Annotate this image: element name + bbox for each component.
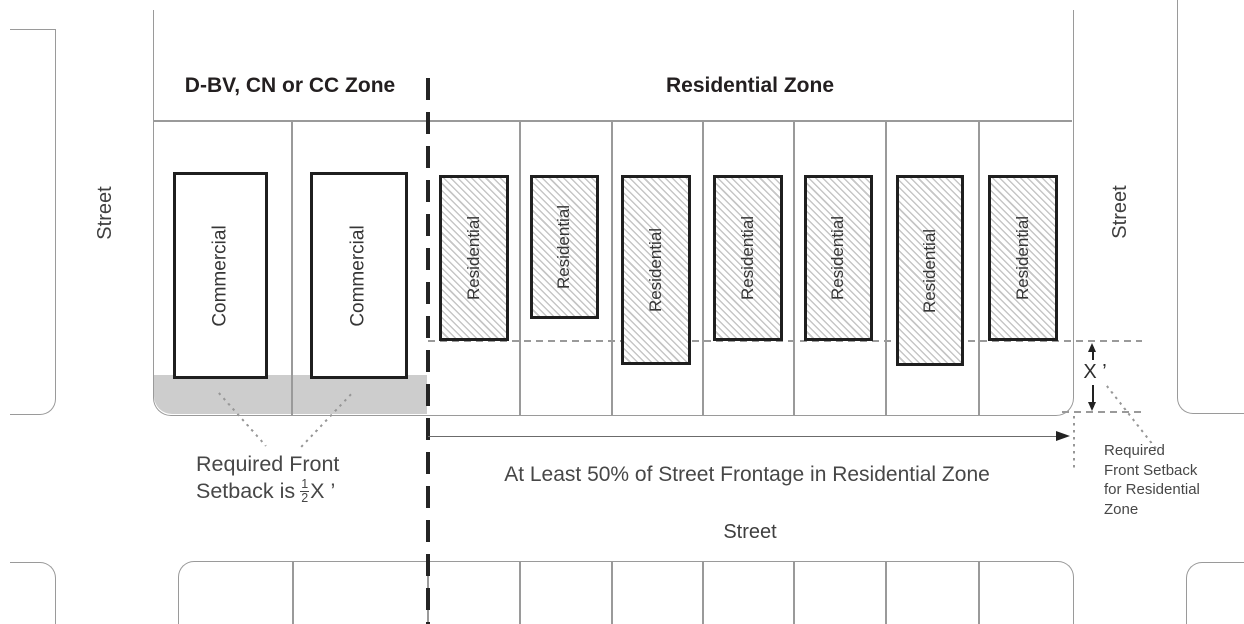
south-block-lot-divider xyxy=(519,562,521,624)
residential-lot-divider xyxy=(885,121,887,415)
northwest-block-corner xyxy=(10,29,56,415)
south-block-lot-divider xyxy=(702,562,704,624)
street-label-right: Street xyxy=(1108,185,1131,239)
commercial-lot-divider xyxy=(291,121,293,415)
commercial-setback-note-line2: Setback is 1 2 X ’ xyxy=(196,477,339,504)
south-block-lot-divider xyxy=(978,562,980,624)
one-half-fraction: 1 2 xyxy=(300,477,310,506)
residential-building-label: Residential xyxy=(828,215,848,301)
residential-setback-note-line: Front Setback xyxy=(1104,461,1198,479)
street-label-bottom: Street xyxy=(723,521,777,543)
street-label-left: Street xyxy=(93,186,116,240)
northeast-block-corner xyxy=(1177,0,1244,414)
south-block-lot-divider xyxy=(292,562,294,624)
south-block-lot-divider xyxy=(793,562,795,624)
zone-boundary-dashed-line xyxy=(426,78,430,624)
commercial-zone-title: D-BV, CN or CC Zone xyxy=(184,74,396,97)
commercial-setback-area xyxy=(154,375,427,414)
commercial-building: Commercial xyxy=(310,172,408,379)
setback-suffix: X ’ xyxy=(310,478,336,503)
commercial-building-label: Commercial xyxy=(209,224,231,327)
residential-building-label: Residential xyxy=(1013,215,1033,301)
residential-building-label: Residential xyxy=(738,215,758,301)
frontage-end-dotted-line xyxy=(1073,416,1075,468)
residential-building-label: Residential xyxy=(920,228,940,313)
residential-front-line xyxy=(428,340,1142,342)
commercial-building-label: Commercial xyxy=(348,224,370,327)
commercial-setback-note: Required Front Setback is 1 2 X ’ xyxy=(196,451,340,505)
residential-building: Residential xyxy=(713,175,783,341)
residential-building: Residential xyxy=(439,175,509,341)
frontage-note: At Least 50% of Street Frontage in Resid… xyxy=(504,463,990,486)
main-block-front-lot-line xyxy=(153,120,1072,122)
south-block-lot-divider xyxy=(611,562,613,624)
x-dimension-down-arrowhead-icon xyxy=(1088,402,1096,411)
residential-lot-divider xyxy=(702,121,704,415)
commercial-setback-note-line1: Required Front xyxy=(196,452,340,476)
x-dimension-label: X ’ xyxy=(1074,360,1116,385)
fraction-denominator: 2 xyxy=(301,491,309,506)
residential-setback-note: Required Front Setback for Residential Z… xyxy=(1104,441,1200,519)
residential-lot-divider xyxy=(793,121,795,415)
commercial-building: Commercial xyxy=(173,172,268,379)
residential-zone-title: Residential Zone xyxy=(665,74,835,97)
southwest-block-corner xyxy=(10,562,56,624)
south-block-lot-divider xyxy=(885,562,887,624)
residential-building: Residential xyxy=(896,175,964,366)
setback-prefix: Setback is xyxy=(196,478,296,503)
south-block xyxy=(178,561,1074,624)
residential-building-label: Residential xyxy=(646,227,666,313)
southeast-block-corner xyxy=(1186,562,1244,624)
main-block-outline xyxy=(153,10,1074,416)
residential-building-label: Residential xyxy=(464,215,484,301)
residential-setback-note-line: for Residential xyxy=(1104,481,1200,498)
block-bottom-extension-line xyxy=(1062,411,1142,413)
residential-lot-divider xyxy=(519,121,521,415)
residential-setback-note-line: Zone xyxy=(1104,500,1139,518)
frontage-arrowhead-icon xyxy=(1056,431,1070,441)
residential-building: Residential xyxy=(621,175,691,365)
residential-building: Residential xyxy=(988,175,1058,341)
residential-lot-divider xyxy=(978,121,980,415)
residential-building: Residential xyxy=(530,175,599,319)
x-dimension-up-arrowhead-icon xyxy=(1088,343,1096,352)
fraction-numerator: 1 xyxy=(300,477,310,493)
residential-lot-divider xyxy=(611,121,613,415)
frontage-arrow-line xyxy=(428,436,1062,438)
residential-setback-note-line: Required xyxy=(1104,442,1165,459)
residential-building-label: Residential xyxy=(554,204,574,290)
residential-building: Residential xyxy=(804,175,873,341)
